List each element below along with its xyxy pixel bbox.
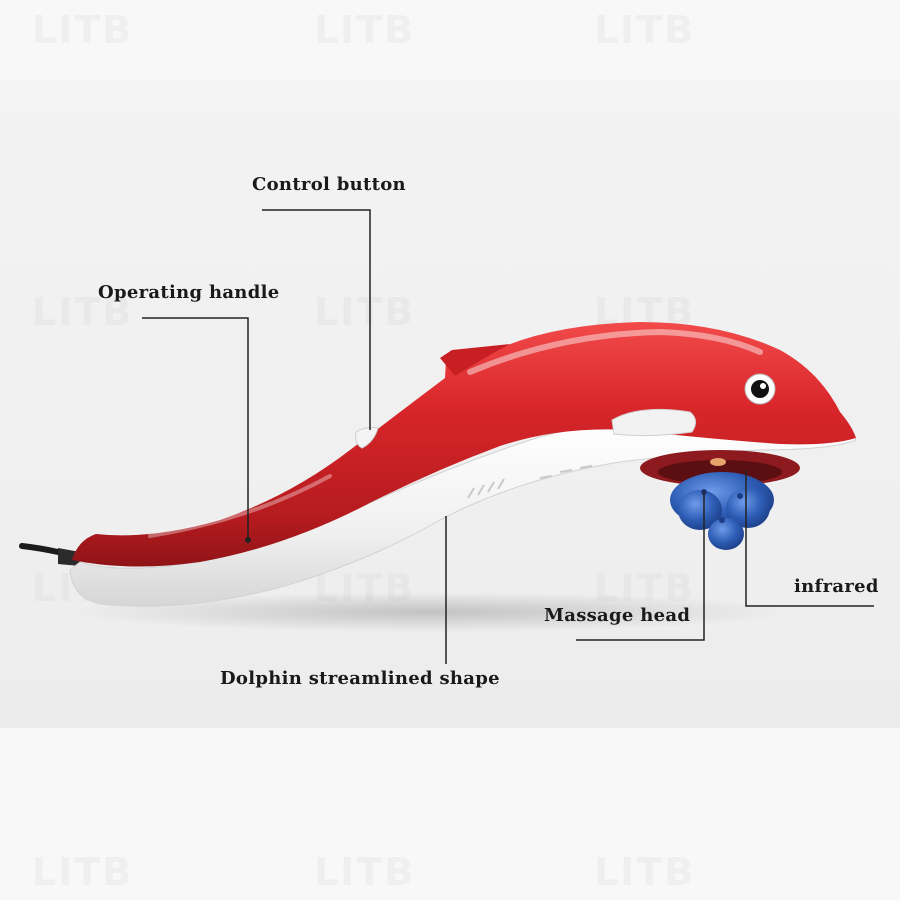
power-cord [19,543,77,559]
ground-shadow [70,592,790,632]
dolphin-eye-glint [760,383,766,389]
vent-grooves [467,465,593,499]
callout-operating-handle: Operating handle [98,282,280,303]
leader-dot-operating-handle [245,537,251,543]
dolphin-body [72,322,856,567]
infrared-light [710,458,726,466]
dolphin-dorsal-fin [440,344,510,376]
top-band [0,0,900,80]
callout-dolphin-shape: Dolphin streamlined shape [220,668,500,689]
control-button [355,427,379,449]
body-highlight [148,474,332,538]
dolphin-eye-pupil [751,380,769,398]
leader-line-control-button [262,209,371,430]
body-highlight [467,328,763,375]
callout-massage-head: Massage head [544,605,691,626]
leader-line-infrared [745,470,874,607]
bottom-band [0,728,900,900]
callout-control-button: Control button [252,174,406,195]
dolphin-flipper [611,408,696,437]
massage-head [670,472,774,550]
leader-line-massage-head [576,490,705,641]
cord-strain-relief [58,548,80,566]
leader-line-operating-handle [142,317,249,540]
callout-infrared: infrared [794,576,879,597]
